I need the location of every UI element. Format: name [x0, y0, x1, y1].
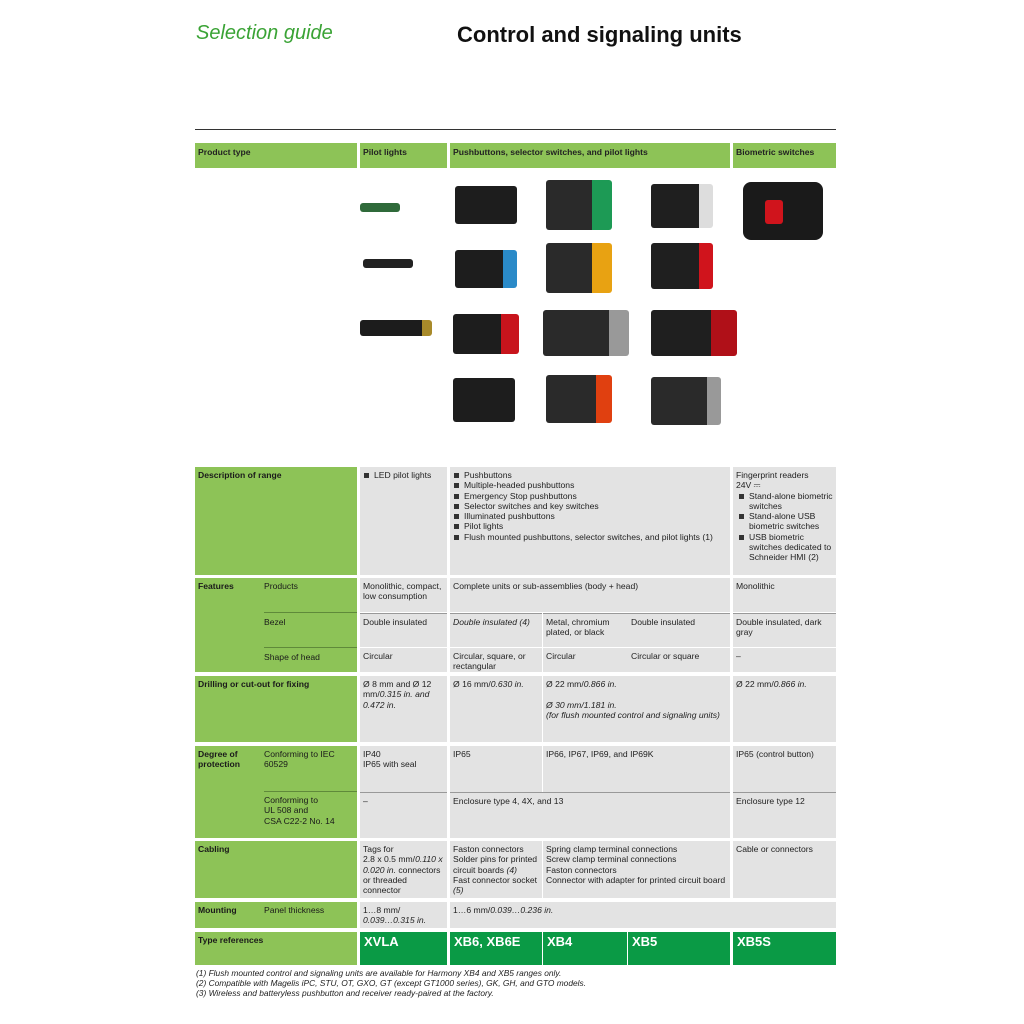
selector-switch-image	[651, 377, 721, 425]
iec-c3: IP66, IP67, IP69, and IP69K	[543, 746, 730, 792]
list-item: LED pilot lights	[363, 470, 444, 480]
pushbutton-image	[546, 243, 612, 293]
shape-c4: Circular or square	[628, 648, 730, 672]
type-ref-xb5[interactable]: XB5	[628, 932, 730, 965]
products-c5: Monolithic	[733, 578, 836, 612]
pilot-light-image	[363, 259, 413, 268]
pilot-light-image	[360, 203, 400, 212]
divider	[195, 129, 836, 130]
row-label-drilling: Drilling or cut-out for fixing	[195, 676, 357, 742]
list-item: Faston connectors	[546, 864, 617, 875]
pushbutton-image	[546, 180, 612, 230]
pilot-light-image	[360, 320, 432, 336]
section-label: Selection guide	[196, 22, 333, 44]
list-item: Selector switches and key switches	[453, 501, 727, 511]
footnote: (3) Wireless and batteryless pushbutton …	[196, 988, 494, 998]
list-item: Stand-alone USB biometric switches	[738, 511, 833, 532]
bezel-c2: Double insulated (4)	[450, 613, 542, 647]
shape-c1: Circular	[360, 648, 447, 672]
bezel-c1: Double insulated	[360, 613, 447, 647]
key-switch-image	[543, 310, 629, 356]
emergency-stop-image	[651, 310, 737, 356]
shape-c2: Circular, square, or rectangular	[450, 648, 542, 672]
pushbutton-image	[455, 186, 517, 224]
drilling-c5: Ø 22 mm/0.866 in.	[733, 676, 836, 742]
bezel-c3: Metal, chromium plated, or black	[543, 613, 628, 647]
drilling-c1: Ø 8 mm and Ø 12 mm/0.315 in. and 0.472 i…	[360, 676, 447, 742]
shape-c3: Circular	[543, 648, 628, 672]
type-ref-xvla[interactable]: XVLA	[360, 932, 447, 965]
ul-c5: Enclosure type 12	[733, 792, 836, 838]
header-pushbuttons: Pushbuttons, selector switches, and pilo…	[450, 143, 730, 168]
ul-c2: Enclosure type 4, 4X, and 13	[450, 792, 730, 838]
header-product-type: Product type	[195, 143, 357, 168]
selector-switch-image	[453, 378, 515, 422]
list-item: Pilot lights	[453, 521, 727, 531]
row-label-protection: Degree of protection Conforming to IEC 6…	[195, 746, 357, 838]
mounting-c2: 1…6 mm/0.039…0.236 in.	[450, 902, 836, 928]
iec-c5: IP65 (control button)	[733, 746, 836, 792]
list-item: Stand-alone biometric switches	[738, 491, 833, 512]
pushbutton-image	[651, 184, 713, 228]
pushbutton-image	[651, 243, 713, 289]
list-item: Spring clamp terminal connections	[546, 844, 678, 854]
list-item: Illuminated pushbuttons	[453, 511, 727, 521]
drilling-c3: Ø 22 mm/0.866 in.Ø 30 mm/1.181 in.(for f…	[543, 676, 730, 742]
type-ref-xb5s[interactable]: XB5S	[733, 932, 836, 965]
type-ref-xb6[interactable]: XB6, XB6E	[450, 932, 542, 965]
ul-c1: –	[360, 792, 447, 838]
row-label-description: Description of range	[195, 467, 357, 575]
list-item: Flush mounted pushbuttons, selector swit…	[453, 532, 727, 542]
footnote: (2) Compatible with Magelis iPC, STU, OT…	[196, 978, 587, 988]
list-item: Multiple-headed pushbuttons	[453, 480, 727, 490]
list-item: Pushbuttons	[453, 470, 727, 480]
products-c2: Complete units or sub-assemblies (body +…	[450, 578, 730, 612]
list-item: Emergency Stop pushbuttons	[453, 491, 727, 501]
bezel-c4: Double insulated	[628, 613, 730, 647]
cabling-c5: Cable or connectors	[733, 841, 836, 898]
row-label-cabling: Cabling	[195, 841, 357, 898]
header-pilot-lights: Pilot lights	[360, 143, 447, 168]
list-item: Screw clamp terminal connections	[546, 854, 677, 865]
list-item: USB biometric switches dedicated to Schn…	[738, 532, 833, 563]
row-label-features: Features Products Bezel Shape of head	[195, 578, 357, 672]
page-title: Control and signaling units	[457, 22, 742, 47]
bezel-c5: Double insulated, dark gray	[733, 613, 836, 647]
row-label-type-references: Type references	[195, 932, 357, 965]
footnote: (1) Flush mounted control and signaling …	[196, 968, 562, 978]
products-c1: Monolithic, compact, low consumption	[360, 578, 447, 612]
desc-pilot-lights: LED pilot lights	[360, 467, 447, 575]
selector-switch-image	[546, 375, 612, 423]
biometric-switch-image	[743, 182, 823, 240]
pushbutton-image	[455, 250, 517, 288]
mounting-c1: 1…8 mm/0.039…0.315 in.	[360, 902, 447, 928]
drilling-c2: Ø 16 mm/0.630 in.	[450, 676, 542, 742]
type-ref-xb4[interactable]: XB4	[543, 932, 627, 965]
header-biometric: Biometric switches	[733, 143, 836, 168]
emergency-stop-image	[453, 314, 519, 354]
iec-c2: IP65	[450, 746, 542, 792]
shape-c5: –	[733, 648, 836, 672]
list-item: Connector with adapter for printed circu…	[546, 874, 726, 885]
